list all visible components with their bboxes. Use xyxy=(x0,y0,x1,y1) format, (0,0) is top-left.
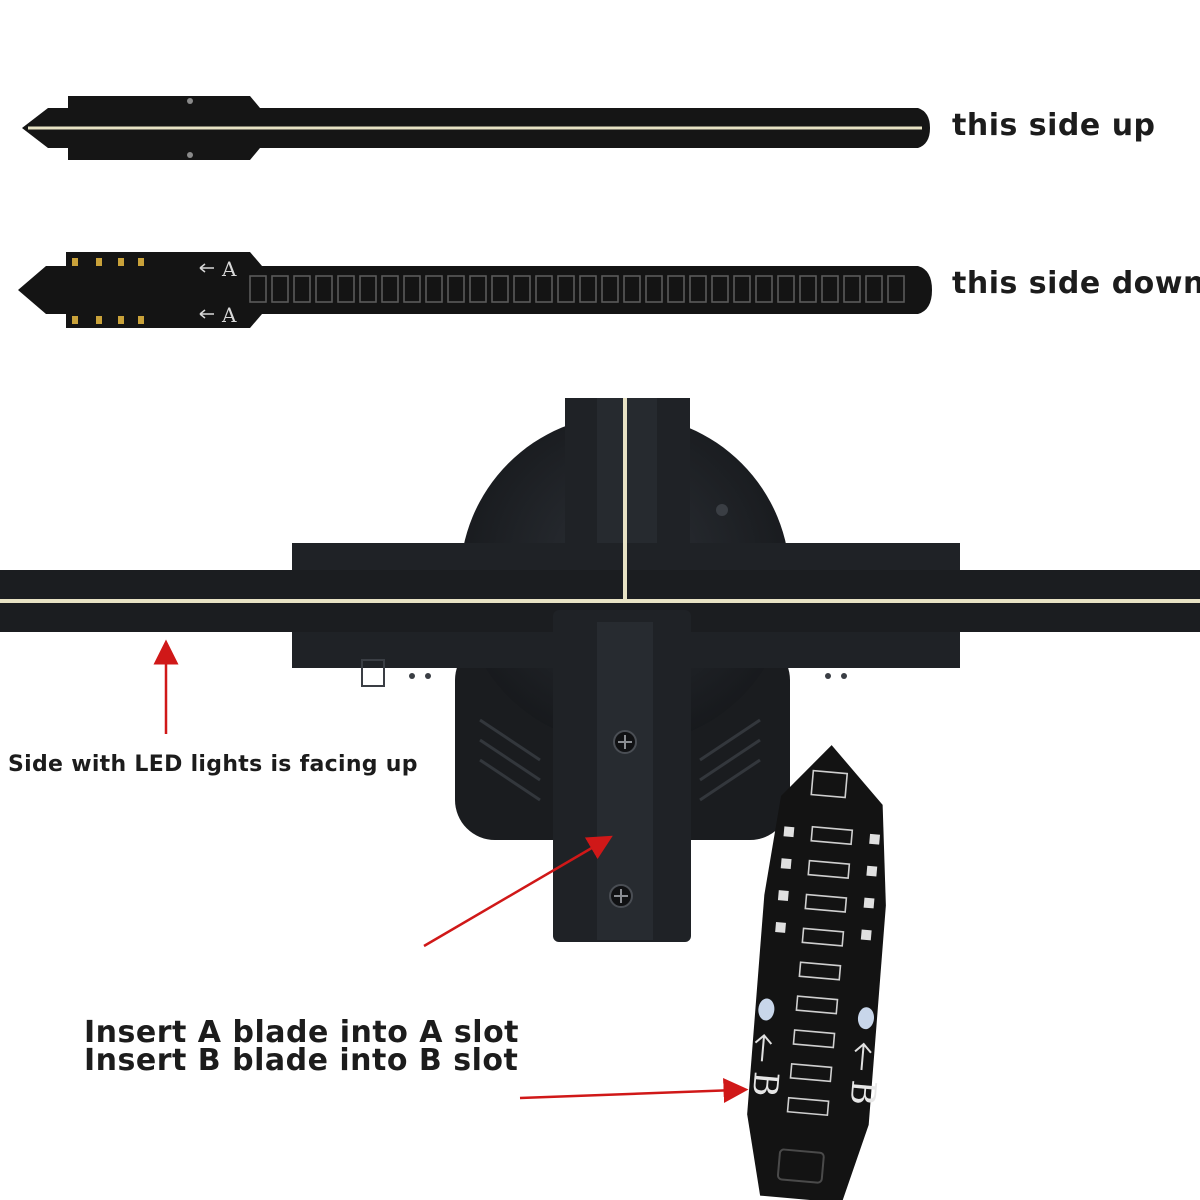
blade-mark-a-top: A xyxy=(221,257,237,281)
pcb-chip xyxy=(535,275,553,303)
pcb-chip xyxy=(337,275,355,303)
label-this-side-up: this side up xyxy=(952,108,1156,143)
pcb-chip xyxy=(403,275,421,303)
pcb-chip xyxy=(623,275,641,303)
arrow-a-slot xyxy=(423,835,613,948)
blade-mark-b-right: B xyxy=(841,1078,883,1106)
pcb-chip xyxy=(733,275,751,303)
pcb-chip xyxy=(865,275,883,303)
pcb-chip xyxy=(821,275,839,303)
pcb-chip xyxy=(843,275,861,303)
label-led-side-note: Side with LED lights is facing up xyxy=(8,752,418,777)
pcb-chip xyxy=(689,275,707,303)
pcb-chip xyxy=(469,275,487,303)
blade-bottom-pcb-side: A A xyxy=(18,252,932,328)
pcb-chip xyxy=(777,275,795,303)
pcb-chip xyxy=(491,275,509,303)
pcb-chip xyxy=(359,275,377,303)
label-this-side-down: this side down xyxy=(952,266,1200,301)
pcb-chip xyxy=(293,275,311,303)
pcb-chip xyxy=(579,275,597,303)
screw-icon xyxy=(613,730,637,754)
pcb-chip xyxy=(667,275,685,303)
pcb-chip xyxy=(315,275,333,303)
pcb-chip xyxy=(711,275,729,303)
blade-mark-b-left: B xyxy=(744,1070,786,1098)
pcb-chip xyxy=(799,275,817,303)
label-insert-a: Insert A blade into A slot xyxy=(84,1015,520,1050)
pcb-chip xyxy=(645,275,663,303)
pcb-chip xyxy=(425,275,443,303)
label-insert-b: Insert B blade into B slot xyxy=(84,1043,519,1078)
screw-icon xyxy=(609,884,633,908)
pcb-chip xyxy=(887,275,905,303)
pcb-chip xyxy=(249,275,267,303)
pcb-chip xyxy=(557,275,575,303)
b-blade-pcb: B B xyxy=(744,745,886,1200)
blade-top-led-side xyxy=(22,96,930,160)
pcb-chip xyxy=(271,275,289,303)
blade-mark-a-bottom: A xyxy=(221,303,237,327)
pcb-chip xyxy=(755,275,773,303)
pcb-chip xyxy=(513,275,531,303)
pcb-chip-row xyxy=(249,275,905,303)
pcb-chip xyxy=(381,275,399,303)
pcb-chip xyxy=(447,275,465,303)
pcb-chip xyxy=(601,275,619,303)
fan-hub xyxy=(0,398,1200,942)
arrow-b-blade xyxy=(519,1077,749,1103)
